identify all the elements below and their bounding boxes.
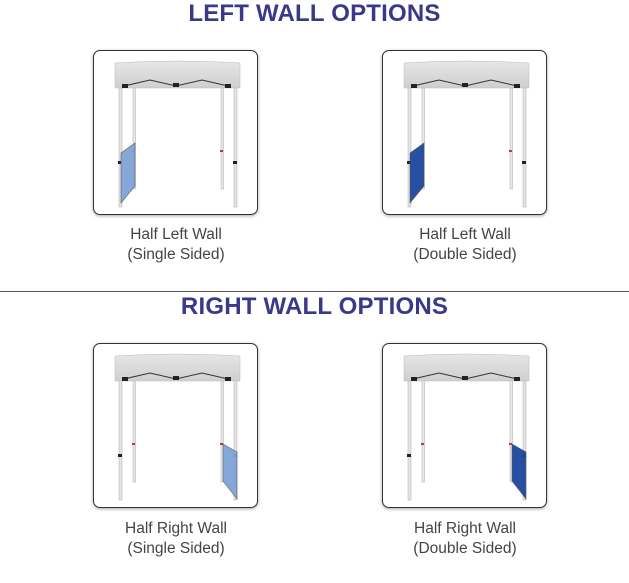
tent-illustration [403, 60, 530, 208]
option-label: Half Right Wall (Double Sided) [355, 519, 575, 559]
option-name: Half Right Wall [125, 520, 227, 537]
option-variant: (Single Sided) [127, 540, 225, 557]
section-divider [0, 291, 629, 292]
option-name: Half Left Wall [419, 226, 511, 243]
option-label: Half Left Wall (Single Sided) [66, 225, 286, 265]
option-label: Half Left Wall (Double Sided) [355, 225, 575, 265]
option-variant: (Double Sided) [413, 246, 517, 263]
tent-illustration [114, 60, 241, 208]
tent-legs [118, 375, 238, 501]
option-name: Half Left Wall [130, 226, 222, 243]
left-wall-options-heading: LEFT WALL OPTIONS [188, 0, 441, 27]
half-left-wall-double-card[interactable] [382, 50, 547, 215]
tent-legs [407, 375, 527, 501]
tent-legs [407, 82, 527, 208]
option-variant: (Double Sided) [413, 540, 517, 557]
option-variant: (Single Sided) [127, 246, 225, 263]
half-left-wall-single-card[interactable] [93, 50, 258, 215]
tent-legs [118, 82, 238, 208]
tent-illustration [403, 353, 530, 501]
option-name: Half Right Wall [414, 520, 516, 537]
half-right-wall-single-card[interactable] [93, 343, 258, 508]
tent-illustration [114, 353, 241, 501]
right-wall-options-heading: RIGHT WALL OPTIONS [180, 293, 449, 320]
half-right-wall-double-card[interactable] [382, 343, 547, 508]
option-label: Half Right Wall (Single Sided) [66, 519, 286, 559]
